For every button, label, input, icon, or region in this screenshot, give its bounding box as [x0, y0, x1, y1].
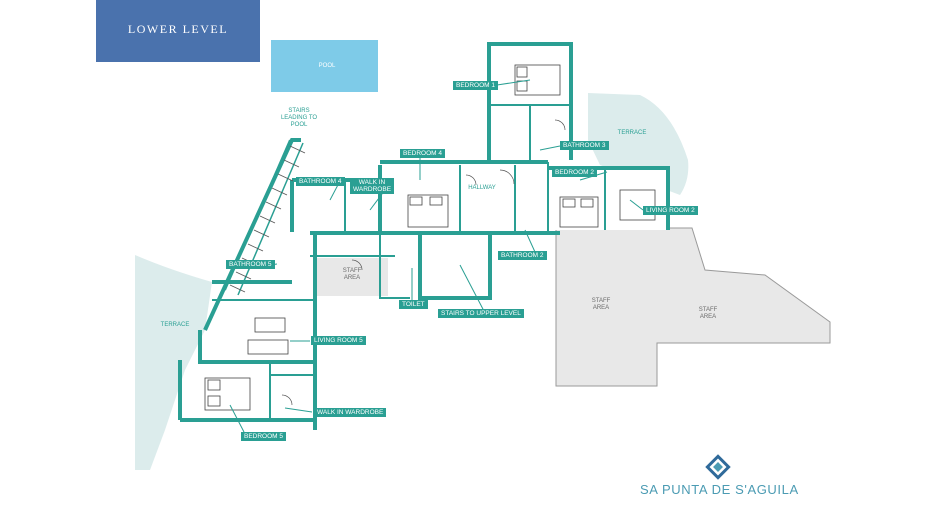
page-title: LOWER LEVEL	[127, 22, 229, 36]
pool	[271, 40, 378, 92]
label-toilet: TOILET	[399, 300, 428, 309]
label-bathroom-3: BATHROOM 3	[560, 141, 609, 150]
label-living-room-5: LIVING ROOM 5	[311, 336, 366, 345]
label-walk-in-wardrobe-2: WALK IN WARDROBE	[314, 408, 387, 417]
label-bathroom-4: BATHROOM 4	[296, 177, 345, 186]
label-stairs-upper: STAIRS TO UPPER LEVEL	[438, 309, 524, 318]
label-bedroom-4: BEDROOM 4	[400, 149, 446, 158]
brand-name: SA PUNTA DE S'AGUILA	[640, 482, 799, 497]
staff-area-large	[555, 227, 831, 387]
label-bedroom-1: BEDROOM 1	[453, 81, 499, 90]
pool-label: POOL	[318, 63, 336, 69]
staff-area-label-1: STAFF AREA	[342, 268, 362, 281]
hallway-label: HALLWAY	[468, 185, 496, 191]
label-bedroom-5: BEDROOM 5	[241, 432, 287, 441]
label-walk-in-wardrobe-1: WALK IN WARDROBE	[350, 178, 394, 194]
terrace-right-label: TERRACE	[617, 130, 647, 136]
staff-area-label-3: STAFF AREA	[698, 307, 718, 320]
terrace-left	[135, 255, 212, 470]
label-living-room-2: LIVING ROOM 2	[643, 206, 698, 215]
label-bathroom-2: BATHROOM 2	[498, 251, 547, 260]
label-bathroom-5: BATHROOM 5	[226, 260, 275, 269]
staff-area-label-2: STAFF AREA	[591, 298, 611, 311]
living-2-sofa	[619, 189, 656, 221]
terrace-left-label: TERRACE	[160, 322, 190, 328]
table-5	[254, 317, 286, 333]
sofa-5	[247, 339, 289, 355]
header-banner	[96, 0, 260, 62]
compass-tile-logo	[705, 454, 731, 480]
label-bedroom-2: BEDROOM 2	[552, 168, 598, 177]
staff-area-small	[316, 258, 388, 296]
stairs-pool-label: STAIRS LEADING TO POOL	[280, 108, 318, 128]
